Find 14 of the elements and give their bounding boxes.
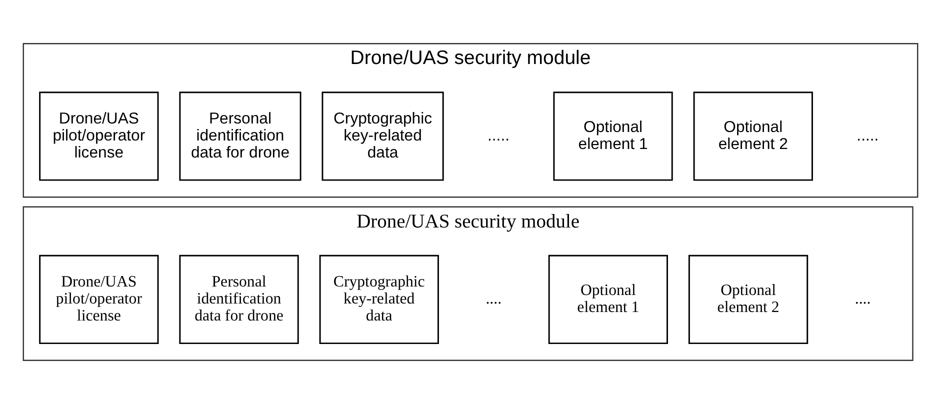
node-box: Cryptographic key-related data — [322, 91, 444, 180]
node-box: Personal identification data for drone — [179, 254, 299, 344]
label: .... — [854, 290, 871, 308]
node-box: Optional element 1 — [548, 254, 668, 344]
label: ..... — [488, 126, 510, 144]
label: .... — [486, 290, 502, 308]
label: ..... — [856, 126, 879, 144]
node-box: Optional element 1 — [553, 91, 673, 180]
node-box: Drone/UAS pilot/operator license — [39, 91, 159, 180]
node-box: Optional element 2 — [688, 254, 808, 344]
node-box: Optional element 2 — [693, 91, 813, 180]
node-box: Personal identification data for drone — [179, 91, 302, 180]
node-box: Drone/UAS pilot/operator license — [39, 254, 159, 344]
node-box: Cryptographic key-related data — [319, 254, 439, 344]
